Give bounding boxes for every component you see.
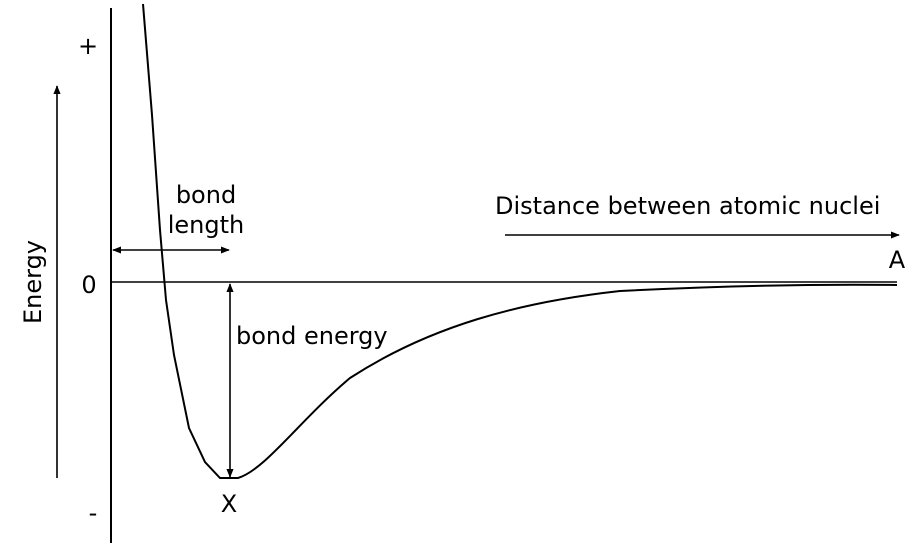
- point-x-label: X: [221, 490, 237, 518]
- y-plus-label: +: [78, 32, 98, 60]
- distance-axis-label: Distance between atomic nuclei: [495, 192, 880, 220]
- y-minus-label: -: [89, 499, 98, 527]
- y-zero-label: 0: [81, 271, 96, 299]
- bond-length-label-line2: length: [168, 211, 245, 239]
- bond-energy-label: bond energy: [236, 322, 388, 350]
- potential-energy-curve: [142, 3, 898, 479]
- bond-length-label-line1: bond: [176, 181, 236, 209]
- energy-axis-label: Energy: [19, 240, 47, 324]
- point-a-label: A: [889, 246, 906, 274]
